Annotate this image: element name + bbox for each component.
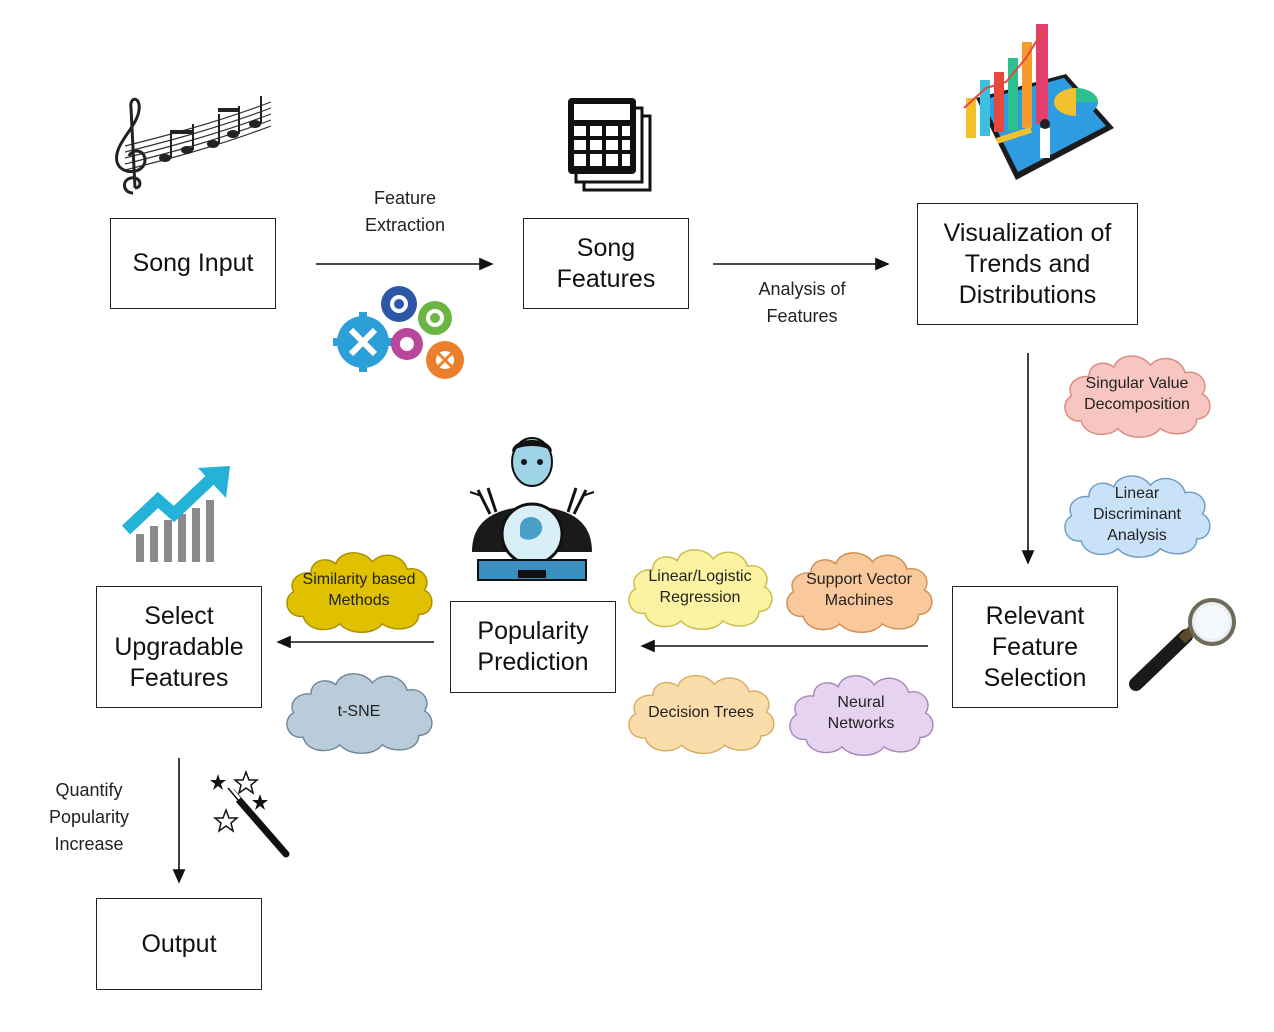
- calculator-icon: [568, 98, 652, 192]
- tablet-chart-icon: [963, 24, 1114, 180]
- lda-label: Linear Discriminant Analysis: [1092, 484, 1181, 544]
- quantify-popularity-increase-label: Quantify Popularity Increase: [48, 780, 130, 854]
- linear-logistic-regression-cloud: Linear/Logistic Regression: [624, 540, 776, 634]
- music-notes-icon: [115, 96, 272, 195]
- analysis-of-features-label: Analysis of Features: [758, 279, 846, 326]
- svd-cloud: Singular Value Decomposition: [1060, 346, 1214, 442]
- growth-chart-icon: [122, 466, 230, 562]
- visualization-box: Visualization of Trends and Distribution…: [917, 203, 1138, 325]
- tsne-label: t-SNE: [337, 702, 381, 720]
- decision-trees-label: Decision Trees: [648, 703, 754, 721]
- select-upgradable-features-box: Select Upgradable Features: [96, 586, 262, 708]
- output-box: Output: [96, 898, 262, 990]
- relevant-feature-selection-box: Relevant Feature Selection: [952, 586, 1118, 708]
- svd-label: Singular Value Decomposition: [1084, 375, 1190, 413]
- magnifying-glass-icon: [1129, 598, 1236, 691]
- lda-cloud: Linear Discriminant Analysis: [1060, 466, 1214, 562]
- neural-networks-cloud: Neural Networks: [785, 666, 937, 760]
- fortune-teller-icon: [469, 437, 595, 581]
- neural-networks-label: Neural Networks: [827, 694, 895, 732]
- tsne-cloud: t-SNE: [282, 664, 436, 758]
- decision-trees-cloud: Decision Trees: [624, 666, 778, 758]
- feature-extraction-label: Feature Extraction: [364, 188, 446, 235]
- linear-logistic-regression-label: Linear/Logistic Regression: [648, 568, 752, 606]
- popularity-prediction-box: Popularity Prediction: [450, 601, 616, 693]
- magic-wand-icon: [210, 770, 290, 858]
- similarity-based-methods-cloud: Similarity based Methods: [282, 543, 436, 637]
- support-vector-machines-label: Support Vector Machines: [806, 571, 912, 609]
- support-vector-machines-cloud: Support Vector Machines: [782, 543, 936, 637]
- song-features-box: Song Features: [523, 218, 689, 309]
- song-input-box: Song Input: [110, 218, 276, 309]
- gears-icon: [333, 286, 464, 379]
- similarity-based-methods-label: Similarity based Methods: [302, 571, 416, 609]
